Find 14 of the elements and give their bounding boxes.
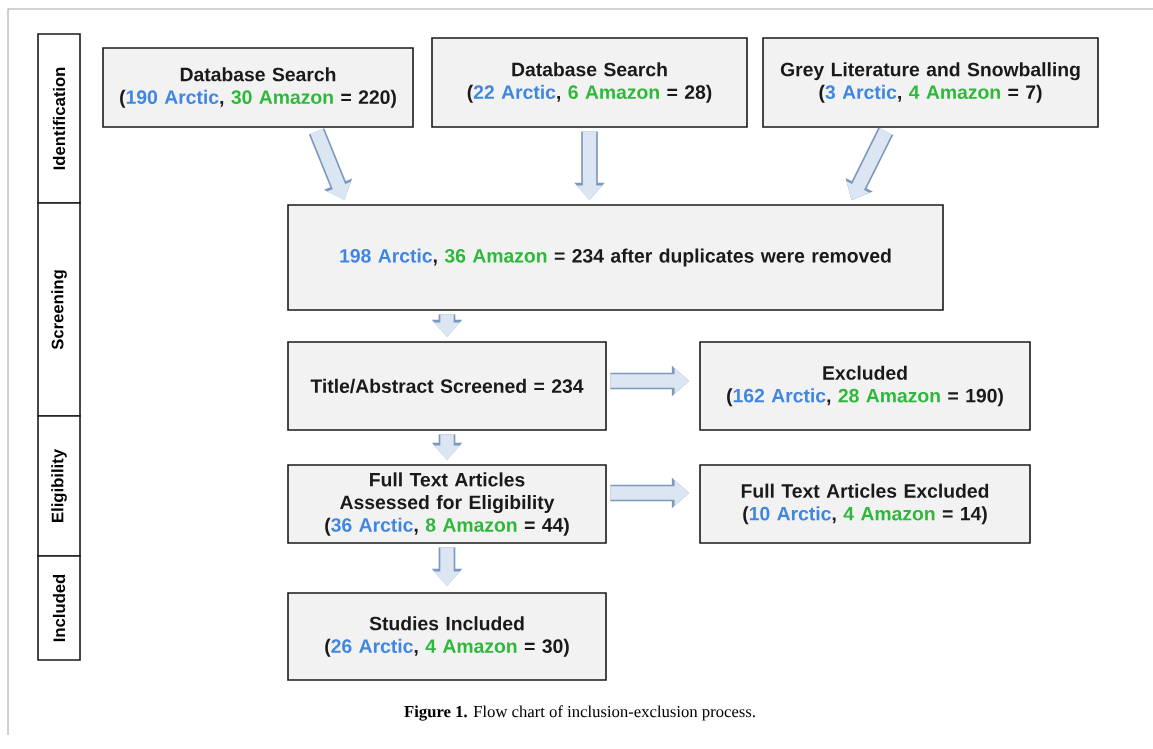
stage-band: Identification: [37, 33, 81, 204]
stage-band: Screening: [37, 202, 81, 417]
process-box: Full Text Articles Excluded (10 Arctic, 4 Amazon = 14): [699, 464, 1031, 544]
process-box: Studies Included (26 Arctic, 4 Amazon = 30): [287, 592, 607, 681]
process-box: Title/Abstract Screened = 234: [287, 341, 607, 431]
process-box: 198 Arctic, 36 Amazon = 234 after duplicates were removed: [287, 204, 944, 311]
figure-caption: Figure 1. Flow chart of inclusion-exclusion process.: [404, 705, 755, 721]
process-box: Database Search (22 Arctic, 6 Amazon = 28): [431, 37, 748, 128]
stage-band: Included: [37, 555, 81, 661]
process-box: Database Search (190 Arctic, 30 Amazon = 220): [102, 47, 414, 128]
process-box: Full Text Articles Assessed for Eligibility (36 Arctic, 8 Amazon = 44): [287, 464, 607, 544]
stage-band: Eligibility: [37, 415, 81, 557]
process-box: Excluded (162 Arctic, 28 Amazon = 190): [699, 341, 1031, 431]
process-box: Grey Literature and Snowballing (3 Arctic, 4 Amazon = 7): [762, 37, 1099, 128]
